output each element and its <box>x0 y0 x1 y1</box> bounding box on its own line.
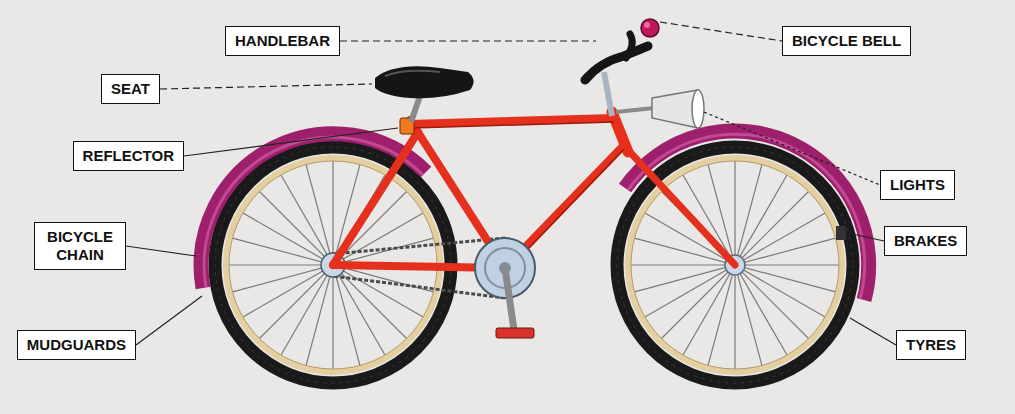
part-label: BRAKES <box>894 232 957 250</box>
part-label: SEAT <box>111 80 150 98</box>
part-label: TYRES <box>906 336 956 354</box>
front-wheel <box>617 147 853 383</box>
part-label: HANDLEBAR <box>235 32 330 50</box>
crank-and-pedal <box>496 268 534 338</box>
label-box: SEAT <box>101 74 160 104</box>
label-box: TYRES <box>896 330 966 360</box>
mudguard-highlight <box>204 134 865 299</box>
label-box: LIGHTS <box>880 170 955 200</box>
part-label: MUDGUARDS <box>27 336 126 354</box>
label-box: REFLECTOR <box>73 141 184 171</box>
handlebar <box>585 34 648 116</box>
lamp <box>616 90 704 128</box>
part-label: REFLECTOR <box>83 147 174 165</box>
part-label: LIGHTS <box>890 176 945 194</box>
label-box: MUDGUARDS <box>17 330 136 360</box>
mudguards <box>201 131 869 300</box>
frame <box>333 112 735 268</box>
part-label: BICYCLE BELL <box>792 32 901 50</box>
leader-lines <box>126 22 896 345</box>
label-box: HANDLEBAR <box>225 26 340 56</box>
label-box: BICYCLE BELL <box>782 26 911 56</box>
bicycle-bell <box>641 19 659 37</box>
brake <box>836 226 846 240</box>
label-box: BRAKES <box>884 226 967 256</box>
label-box: BICYCLE CHAIN <box>34 222 126 270</box>
seat <box>375 66 474 122</box>
part-label: BICYCLE CHAIN <box>44 228 116 264</box>
